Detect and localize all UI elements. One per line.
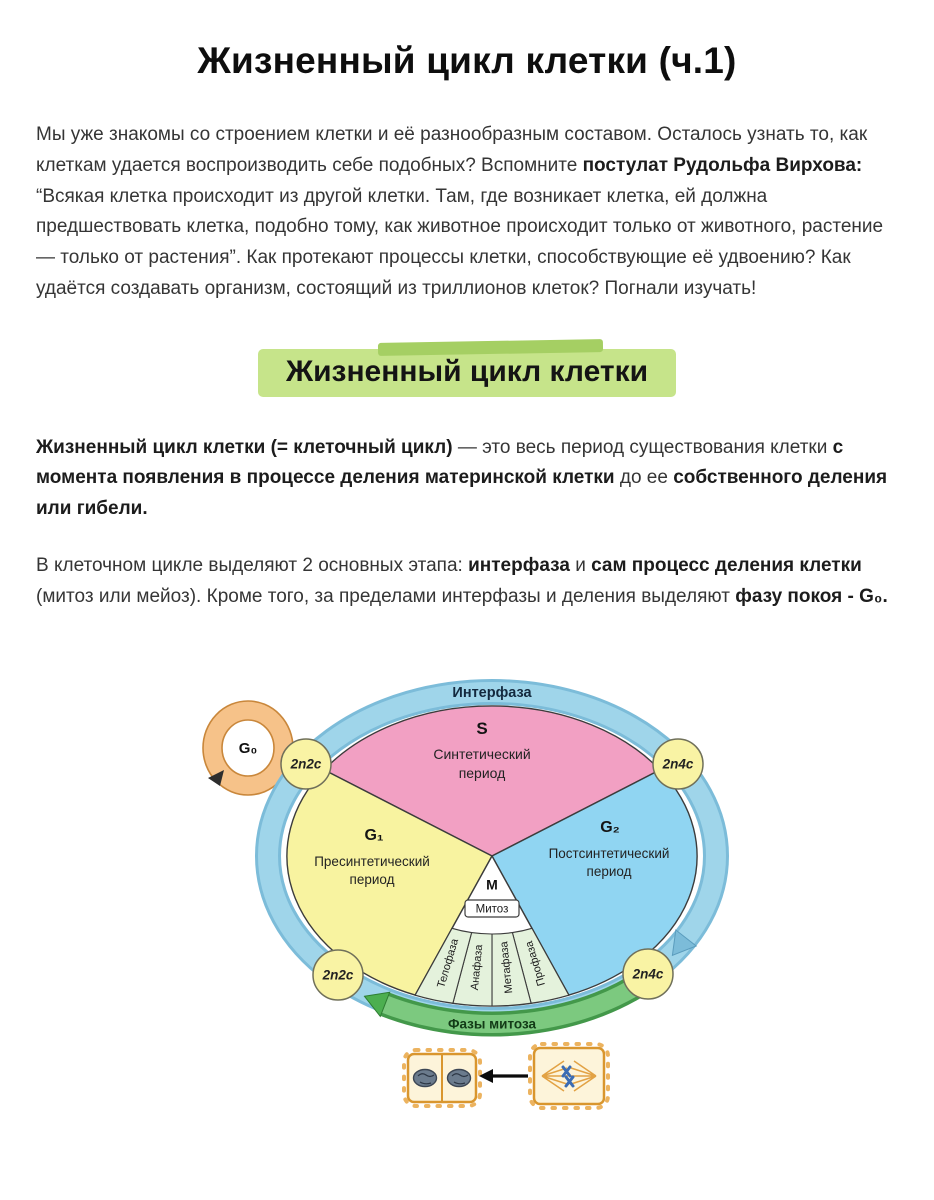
bold-run: постулат Рудольфа Вирхова: bbox=[582, 154, 863, 176]
badges bbox=[280, 738, 704, 1002]
division-arrow bbox=[479, 1069, 528, 1084]
anaphase-label: Анафаза bbox=[469, 944, 485, 992]
g2-phase-letter: G₂ bbox=[600, 819, 620, 836]
g1-phase-name-2: период bbox=[350, 872, 395, 887]
s-phase-name-2: период bbox=[459, 765, 506, 781]
bold-run: с момента появления в процессе деления м… bbox=[36, 436, 844, 489]
metaphase-label: Метафаза bbox=[498, 940, 515, 994]
section-heading-text: Жизненный цикл клетки bbox=[285, 354, 649, 388]
nucleus-texture bbox=[417, 1073, 435, 1085]
spindle-fibers-left bbox=[541, 1060, 568, 1093]
page-title: Жизненный цикл клетки (ч.1) bbox=[197, 40, 737, 81]
arrow-head-icon bbox=[479, 1069, 493, 1084]
interphase-label: Интерфаза bbox=[452, 685, 532, 701]
bold-run: собственного деления или гибели. bbox=[36, 467, 888, 520]
intro-paragraph: Мы уже знакомы со строением клетки и её … bbox=[36, 120, 898, 305]
nucleus-texture bbox=[451, 1073, 469, 1085]
badge-top-left-label: 2n2c bbox=[290, 757, 322, 772]
bold-run: сам процесс деления клетки bbox=[591, 554, 862, 576]
mitosis-band-fill bbox=[381, 966, 662, 1034]
mitosis-banner bbox=[464, 899, 520, 919]
mitosis-band bbox=[363, 963, 664, 1037]
cell-cycle-svg: G₀ bbox=[202, 679, 729, 1111]
dividing-cell-illustration bbox=[528, 1042, 610, 1111]
cell-cycle-diagram: G₀ bbox=[36, 676, 898, 1123]
s-phase-letter: S bbox=[476, 719, 487, 738]
section-heading: Жизненный цикл клетки bbox=[257, 348, 677, 397]
g1-phase-name-1: Пресинтетический bbox=[314, 854, 430, 869]
text-run: и bbox=[569, 554, 592, 576]
badge-bottom-right-label: 2n4c bbox=[632, 967, 664, 982]
text-run: В клеточном цикле выделяют 2 основных эт… bbox=[36, 554, 469, 576]
bold-run: фазу покоя - G₀. bbox=[735, 585, 888, 607]
m-letter: М bbox=[486, 877, 498, 893]
chromosomes bbox=[561, 1065, 575, 1088]
cell-wall-bumps bbox=[402, 1048, 482, 1109]
g0-arrowhead-icon bbox=[208, 770, 224, 787]
g2-phase-name-1: Постсинтетический bbox=[549, 846, 670, 861]
nucleus bbox=[446, 1069, 472, 1088]
spindle-fibers-right bbox=[570, 1060, 597, 1093]
g0-loop: G₀ bbox=[202, 700, 294, 797]
badge-bottom-left-label: 2n2c bbox=[322, 968, 354, 983]
definition-term: Жизненный цикл клетки (= клеточный цикл) bbox=[36, 436, 453, 458]
stages-paragraph: В клеточном цикле выделяют 2 основных эт… bbox=[36, 551, 898, 613]
text-run: (митоз или мейоз). Кроме того, за предел… bbox=[36, 585, 736, 607]
mitosis-banner-label: Митоз bbox=[476, 904, 509, 916]
badge-labels: 2n2c 2n4c 2n2c 2n4c bbox=[290, 757, 694, 983]
s-sector bbox=[323, 705, 661, 858]
nucleus bbox=[412, 1069, 438, 1088]
bold-run: интерфаза bbox=[468, 554, 570, 576]
badge-bottom-right bbox=[622, 948, 674, 1001]
subwedge-telophase bbox=[414, 928, 473, 1005]
s-phase-name-1: Синтетический bbox=[433, 746, 530, 762]
mitosis-arrowhead-icon bbox=[363, 991, 391, 1018]
text-run: “Всякая клетка происходит из другой клет… bbox=[36, 185, 884, 299]
text-run: — это весь период существования клетки bbox=[452, 436, 833, 458]
g2-phase-name-2: период bbox=[587, 864, 632, 879]
cell-wall-bumps bbox=[528, 1042, 610, 1111]
definition-paragraph: Жизненный цикл клетки (= клеточный цикл)… bbox=[36, 433, 898, 525]
text-run: Мы уже знакомы со строением клетки и её … bbox=[36, 124, 868, 176]
g0-loop-hole bbox=[221, 719, 275, 778]
interphase-arrowhead-icon bbox=[671, 929, 698, 957]
badge-bottom-left bbox=[312, 949, 364, 1002]
g1-sector bbox=[286, 769, 493, 997]
sector-titles: S Синтетический период G₁ Пресинтетическ… bbox=[314, 719, 669, 887]
g0-label: G₀ bbox=[239, 740, 257, 757]
mitosis-subwedges bbox=[414, 928, 570, 1007]
g1-phase-letter: G₁ bbox=[364, 827, 383, 844]
daughter-cells-illustration bbox=[402, 1048, 482, 1109]
text-run: до ее bbox=[614, 467, 674, 489]
mitosis-arrow-label: Фазы митоза bbox=[448, 1017, 537, 1032]
section-heading-row: Жизненный цикл клетки bbox=[36, 348, 898, 397]
badge-top-right bbox=[652, 738, 704, 791]
badge-top-left bbox=[280, 738, 332, 791]
badge-top-right-label: 2n4c bbox=[662, 757, 694, 772]
g2-sector bbox=[491, 769, 698, 997]
